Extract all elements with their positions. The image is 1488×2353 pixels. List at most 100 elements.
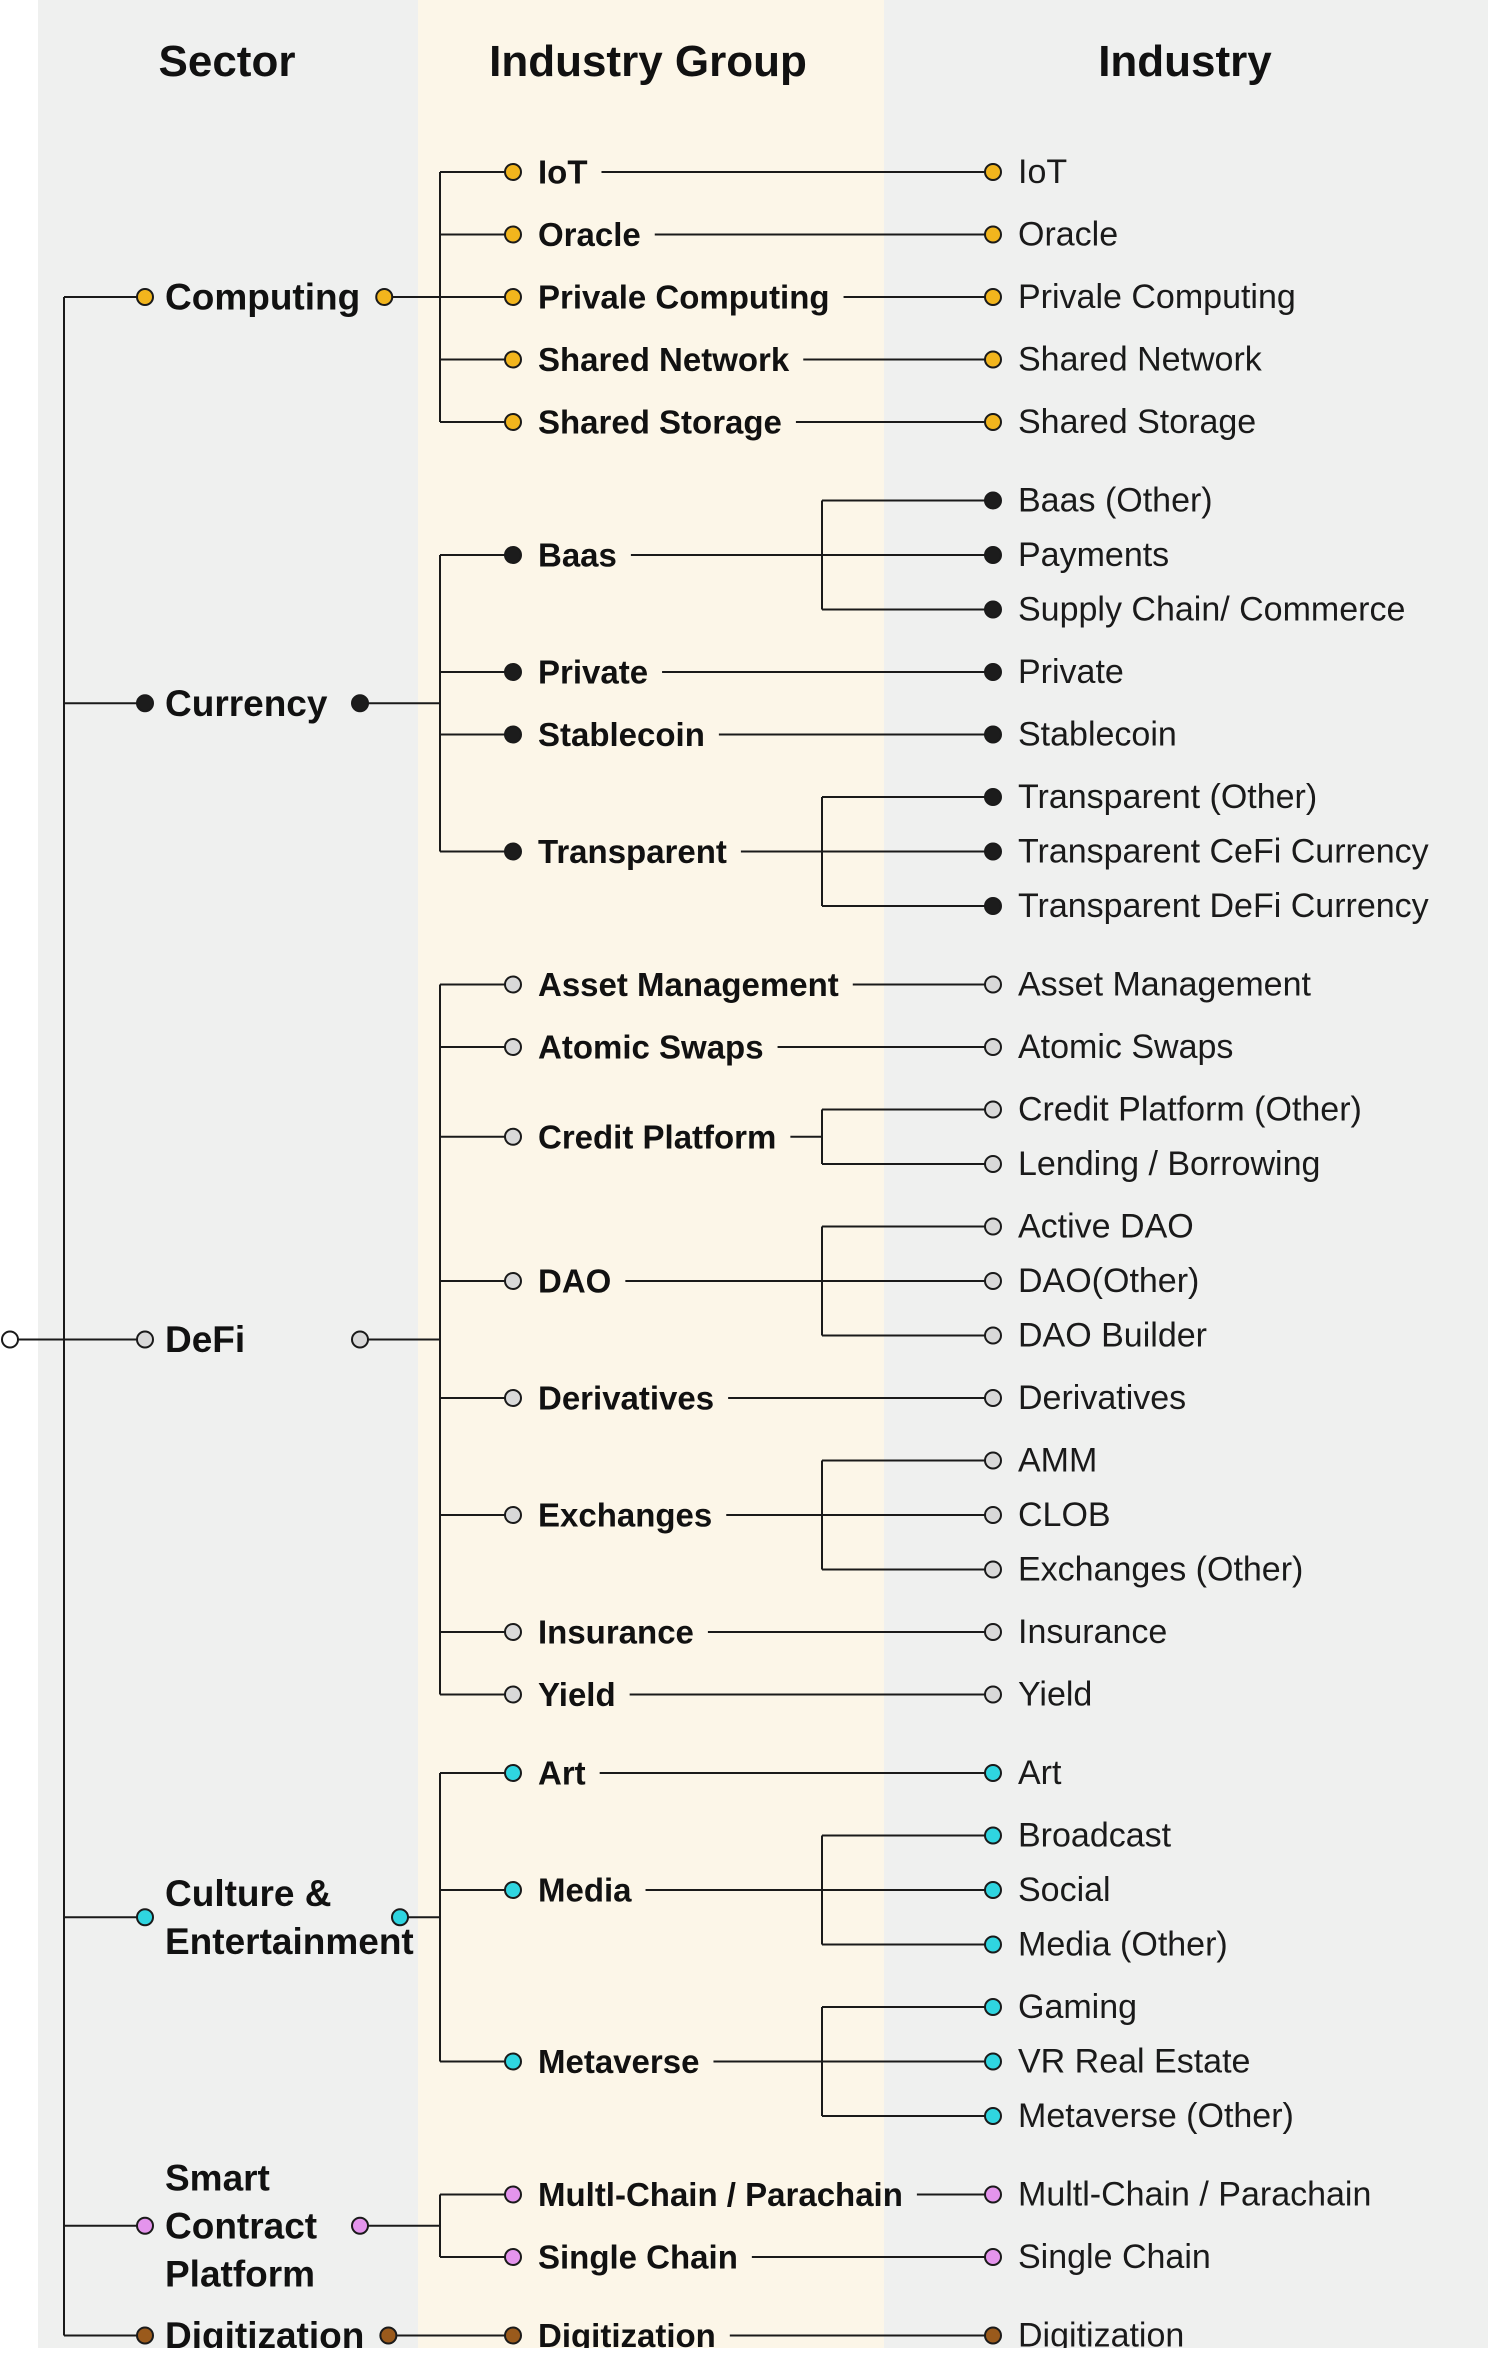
industry-node-dot [984,2107,1002,2125]
sector-node-dot-out [351,694,369,713]
industry-label: Privale Computing [1018,278,1296,316]
industry-node-dot [984,1623,1002,1641]
industry-column-background [884,0,1488,2348]
industry-label: Lending / Borrowing [1018,1145,1320,1183]
industry-node-dot [984,225,1002,244]
sector-column-background [38,0,418,2348]
connector-lines [18,171,985,2337]
industry-label: Atomic Swaps [1018,1028,1233,1066]
industry-group-label: Shared Storage [538,404,782,441]
industry-node-dot [984,1881,1002,1899]
industry-label: Transparent CeFi Currency [1018,833,1429,871]
sector-node-dot [136,2326,154,2345]
industry-label: Art [1018,1754,1062,1792]
industry-label: Shared Network [1018,341,1263,379]
industry-label: Broadcast [1018,1817,1172,1855]
industry-node-dot [984,1389,1002,1407]
industry-node-dot [984,1826,1002,1845]
industry-label: IoT [1018,153,1067,191]
industry-node-dot [984,1217,1002,1236]
sector-node-dot [136,694,154,713]
industry-group-label: Yield [538,1676,616,1713]
industry-label: Asset Management [1018,966,1311,1004]
group-node-dot [504,2185,522,2204]
sector-node-dot-out [375,288,394,306]
industry-label: Social [1018,1871,1111,1909]
industry-node-dot [984,1506,1002,1524]
industry-label: Digitization [1018,2317,1184,2349]
industry-group-label: Shared Network [538,341,790,378]
group-node-dot [504,842,522,861]
industry-group-label: Exchanges [538,1497,712,1534]
group-node-dot [504,546,522,564]
industry-node-dot [984,2326,1002,2345]
industry-group-label: Stablecoin [538,716,705,753]
industry-node-dot [984,2185,1002,2204]
group-node-dot [504,163,522,181]
industry-group-label: Metaverse [538,2043,699,2080]
industry-group-label: Atomic Swaps [538,1029,764,1066]
industry-node-dot [984,413,1002,431]
industry-label: Transparent (Other) [1018,778,1317,816]
industry-label: Stablecoin [1018,716,1177,754]
industry-node-dot [984,350,1002,369]
industry-label: CLOB [1018,1496,1111,1534]
industry-label: Media (Other) [1018,1926,1228,1964]
group-node-dot [504,1881,522,1899]
sector-label: Contract [165,2205,317,2246]
sector-label: DeFi [165,1319,245,1360]
industry-node-dot [984,491,1002,510]
industry-node-dot [984,663,1002,681]
industry-label: Derivatives [1018,1379,1186,1417]
industry-group-label: Private [538,654,648,691]
industry-node-dot [984,1100,1002,1119]
industry-label: Single Chain [1018,2238,1211,2276]
industry-node-dot [984,163,1002,181]
sector-label: Smart [165,2157,270,2198]
industry-node-dot [984,1764,1002,1782]
group-node-dot [504,2052,522,2071]
industry-label: Supply Chain/ Commerce [1018,591,1405,629]
industry-node-dot [984,2248,1002,2266]
industry-group-label: DAO [538,1263,611,1300]
group-node-dot [504,1685,522,1704]
industry-label: Credit Platform (Other) [1018,1091,1362,1129]
industry-group-label: Digitization [538,2317,716,2348]
industry-group-label: Transparent [538,833,727,870]
industry-node-dot [984,842,1002,861]
sector-label: Digitization [165,2315,364,2348]
sector-label: Computing [165,277,360,318]
group-node-dot [504,288,522,306]
group-node-dot [504,225,522,244]
industry-node-dot [984,1998,1002,2016]
group-node-dot [504,725,522,744]
industry-group-label: Baas [538,537,617,574]
group-node-dot [504,2248,522,2266]
group-node-dot [504,1038,522,1056]
industry-node-dot [984,725,1002,744]
sector-node-dot-out [379,2326,398,2345]
industry-group-label: Insurance [538,1614,694,1651]
industry-group-label: Media [538,1872,632,1909]
industry-group-header: Industry Group [489,37,807,86]
industry-group-label: IoT [538,154,587,191]
industry-label: Multl-Chain / Parachain [1018,2176,1371,2214]
sector-node-dot [136,1908,154,1927]
sector-label: Platform [165,2253,315,2294]
industry-node-dot [984,1451,1002,1470]
industry-label: Transparent DeFi Currency [1018,887,1429,925]
industry-group-label: Privale Computing [538,279,830,316]
industry-group-label: Credit Platform [538,1118,776,1155]
root-node-dot [1,1330,19,1349]
group-node-dot [504,1623,522,1641]
sector-node-dot-out [351,1330,369,1349]
sector-label: Currency [165,683,328,724]
group-node-dot [504,1272,522,1290]
group-node-dot [504,1506,522,1524]
industry-label: Shared Storage [1018,403,1256,441]
industry-group-label: Asset Management [538,966,839,1003]
industry-label: AMM [1018,1442,1097,1480]
sector-label: Entertainment [165,1921,414,1962]
industry-node-dot [984,2052,1002,2071]
